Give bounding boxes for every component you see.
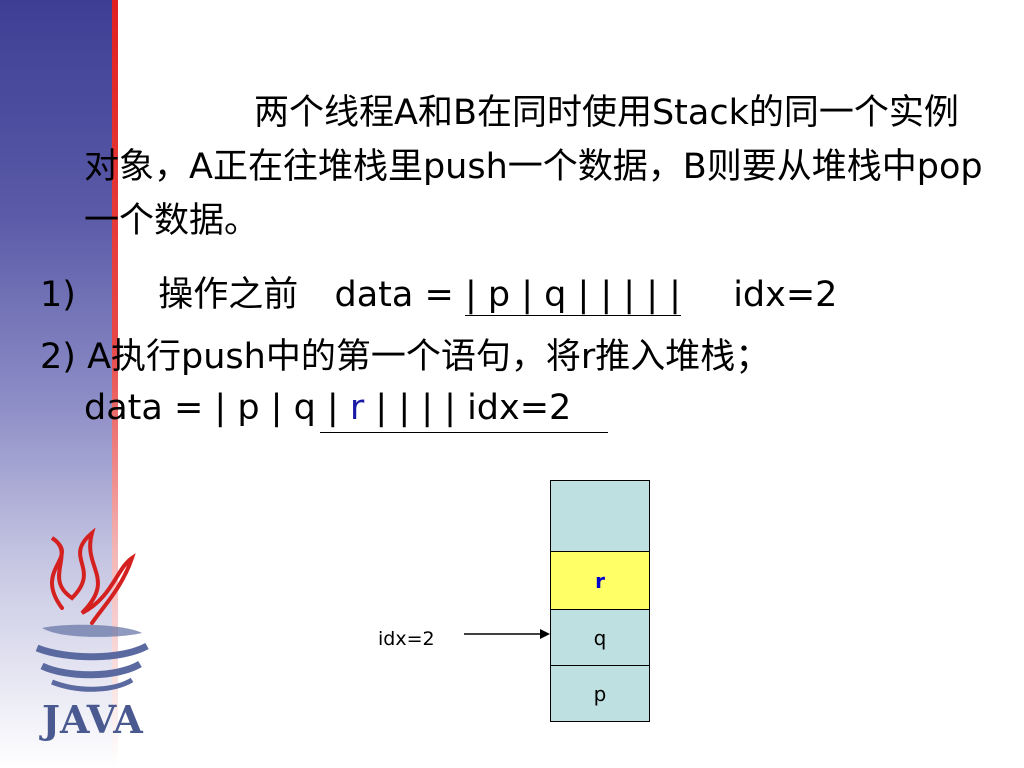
step-1-label: 操作之前 [158, 275, 299, 315]
sidebar-gradient [0, 0, 112, 768]
step-1-data-prefix: data = [334, 275, 465, 315]
step-1-line: 1) 操作之前 data = | p | q | | | | | idx=2 [40, 266, 837, 317]
step-1-idx: idx=2 [733, 275, 838, 315]
step-2-data-line: data = | p | q | r | | | | idx=2 [84, 388, 571, 428]
stack-pointer-label: idx=2 [378, 628, 435, 650]
step-2-number: 2) [40, 337, 76, 377]
java-logo: JAVA [35, 528, 149, 742]
stack-pointer-arrow [464, 629, 550, 639]
step-1-array: | p | q | | | | | [464, 275, 681, 316]
stack-diagram: r q p [550, 480, 650, 722]
stack-cell-r: r [550, 552, 650, 610]
description-text: 两个线程A和B在同时使用Stack的同一个实例对象，A正在往堆栈里push一个数… [84, 93, 983, 241]
svg-text:JAVA: JAVA [39, 697, 143, 742]
step-2-r-value: r [349, 388, 365, 428]
description-paragraph: 两个线程A和B在同时使用Stack的同一个实例对象，A正在往堆栈里push一个数… [84, 86, 984, 248]
step-2-underline [320, 432, 608, 433]
step-2-data-prefix: data = | p | q | [84, 388, 339, 428]
stack-cell-empty [550, 480, 650, 552]
red-accent-line [112, 0, 118, 768]
step-1-number: 1) [40, 275, 76, 315]
stack-cell-p: p [550, 666, 650, 722]
stack-cell-q: q [550, 610, 650, 666]
step-2-line: 2) A执行push中的第一个语句，将r推入堆栈； [40, 328, 770, 379]
step-2-suffix: | | | | idx=2 [375, 388, 572, 428]
step-2-text: A执行push中的第一个语句，将r推入堆栈； [87, 337, 771, 377]
